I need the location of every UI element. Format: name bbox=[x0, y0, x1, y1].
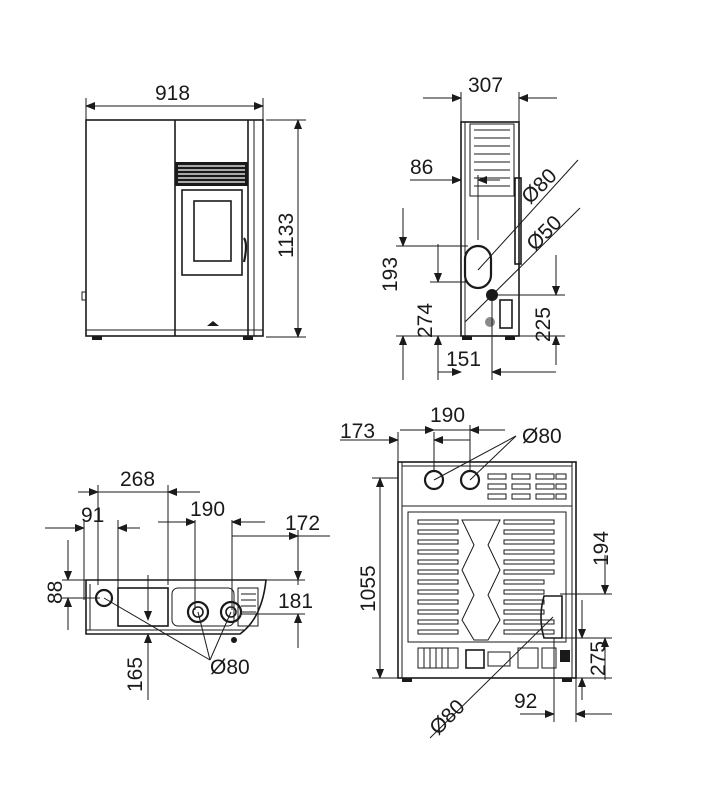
top-right-height-label: 181 bbox=[278, 590, 313, 613]
front-height-label: 1133 bbox=[275, 213, 298, 258]
top-pipe-spacing-label: 190 bbox=[190, 498, 225, 521]
rear-flue-left bbox=[423, 469, 445, 491]
side-offset-label: 86 bbox=[410, 156, 433, 179]
rear-right-upper-label: 194 bbox=[590, 531, 613, 566]
top-bottom-offset-label: 165 bbox=[124, 657, 147, 692]
rear-right-lower-label: 275 bbox=[587, 641, 610, 676]
rear-top-diameter-label: Ø80 bbox=[522, 425, 562, 448]
rear-pipe-spacing-label: 190 bbox=[430, 404, 465, 427]
stove-door bbox=[181, 189, 243, 276]
door-handle bbox=[242, 237, 248, 263]
rear-height-label: 1055 bbox=[357, 565, 380, 612]
front-view: 918 1133 bbox=[81, 82, 306, 340]
side-flue-opening bbox=[463, 244, 493, 290]
rear-left-offset-label: 173 bbox=[340, 420, 375, 443]
side-air-diameter-label: Ø50 bbox=[522, 211, 566, 255]
rear-flue-bottom bbox=[540, 595, 563, 639]
stove-top-body bbox=[85, 579, 267, 635]
side-upper-height-label: 193 bbox=[379, 257, 402, 292]
rear-bottom-diameter-label: Ø80 bbox=[425, 695, 469, 739]
top-right-offset-label: 172 bbox=[285, 512, 320, 535]
side-right-height-label: 225 bbox=[532, 307, 555, 342]
stove-rear-body bbox=[397, 461, 577, 679]
rear-view: 173 190 Ø80 bbox=[340, 404, 613, 740]
side-flue-diameter-label: Ø80 bbox=[517, 164, 561, 208]
front-width-label: 918 bbox=[155, 82, 190, 105]
top-pipe-a bbox=[186, 600, 210, 624]
top-pipe-b bbox=[219, 600, 243, 624]
top-left-height-label: 88 bbox=[44, 581, 67, 604]
side-bottom-offset-label: 151 bbox=[446, 348, 481, 371]
top-diameter-label: Ø80 bbox=[210, 656, 250, 679]
top-left-offset-label: 268 bbox=[120, 468, 155, 491]
top-view: 268 91 190 172 bbox=[44, 468, 330, 700]
side-view: 307 86 Ø80 Ø50 bbox=[379, 74, 581, 380]
rear-bottom-offset-label: 92 bbox=[514, 690, 537, 713]
side-lower-height-label: 274 bbox=[414, 303, 437, 338]
side-depth-label: 307 bbox=[468, 74, 503, 97]
top-near-offset-label: 91 bbox=[81, 504, 104, 527]
stove-glass bbox=[193, 200, 232, 262]
rear-flue-right bbox=[459, 469, 481, 491]
